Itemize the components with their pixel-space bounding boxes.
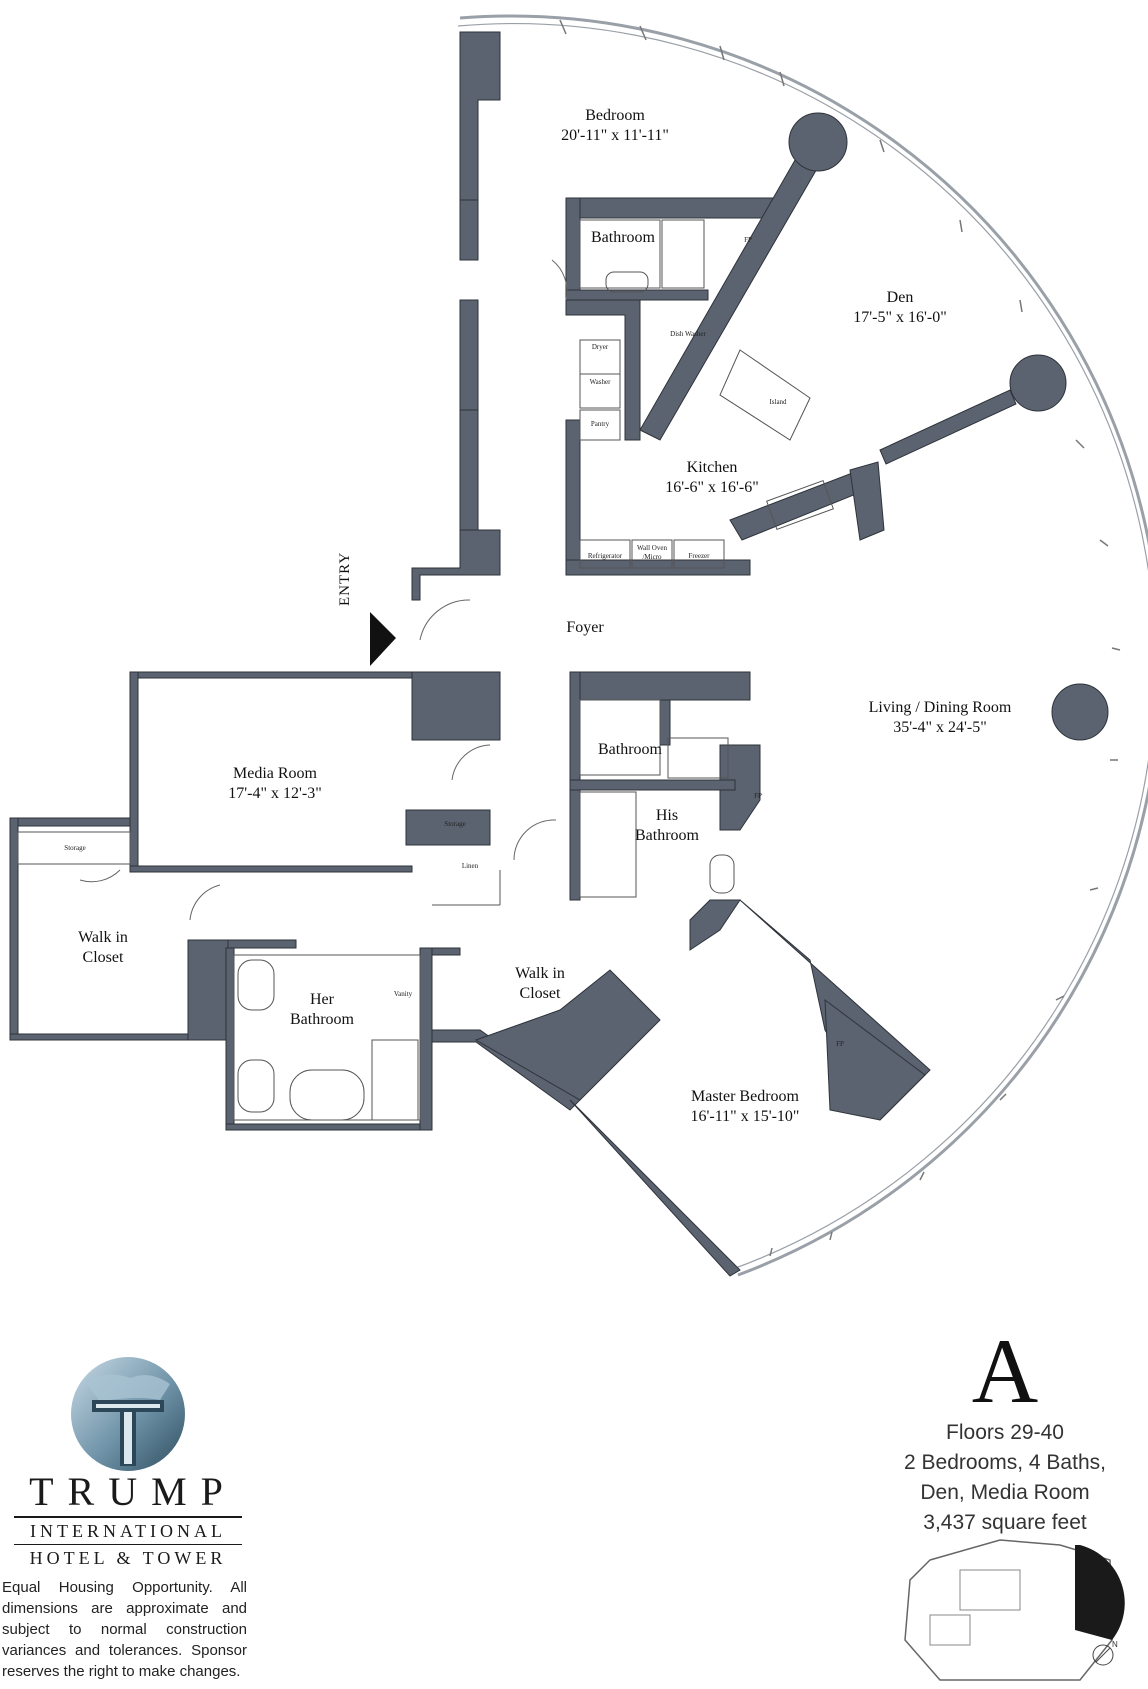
room-den: Den 17'-5" x 16'-0" bbox=[820, 288, 980, 328]
unit-beds-baths: 2 Bedrooms, 4 Baths, bbox=[904, 1451, 1106, 1474]
columns bbox=[788, 112, 1109, 741]
label-fp-kitchen: FP bbox=[744, 236, 752, 244]
label-refrigerator: Refrigerator bbox=[587, 552, 623, 560]
brand-block: TRUMP INTERNATIONAL HOTEL & TOWER bbox=[8, 1470, 248, 1569]
room-bedroom-dim: 20'-11" x 11'-11" bbox=[561, 127, 669, 144]
room-media-name: Media Room bbox=[233, 765, 317, 782]
north-arrow-icon bbox=[1092, 1644, 1114, 1666]
trump-globe-logo bbox=[71, 1357, 185, 1471]
room-her-bathroom: Her Bathroom bbox=[290, 991, 354, 1028]
unit-info: Floors 29-40 2 Bedrooms, 4 Baths, Den, M… bbox=[880, 1418, 1130, 1538]
mullions bbox=[559, 19, 1121, 1257]
room-bedroom: Bedroom 20'-11" x 11'-11" bbox=[535, 106, 695, 146]
room-living-dining: Living / Dining Room 35'-4" x 24'-5" bbox=[840, 698, 1040, 738]
brand-line2: HOTEL & TOWER bbox=[29, 1548, 227, 1568]
walls bbox=[9, 31, 1017, 1277]
brand-name: TRUMP bbox=[29, 1469, 237, 1514]
label-wall-oven: Wall Oven /Micro bbox=[637, 544, 667, 561]
room-kitchen-name: Kitchen bbox=[686, 459, 738, 476]
label-dishwasher: Dish Washer bbox=[670, 330, 706, 338]
unit-extras: Den, Media Room bbox=[920, 1481, 1090, 1504]
unit-floors: Floors 29-40 bbox=[946, 1421, 1064, 1444]
room-master-dim: 16'-11" x 15'-10" bbox=[690, 1108, 800, 1125]
room-living-name: Living / Dining Room bbox=[868, 699, 1012, 716]
unit-letter: A bbox=[971, 1320, 1039, 1422]
room-his-bathroom: His Bathroom bbox=[635, 807, 699, 844]
keyplan bbox=[904, 1539, 1125, 1681]
keyplan-unit-highlight bbox=[1075, 1545, 1125, 1640]
label-linen: Linen bbox=[461, 862, 479, 870]
room-bedroom-name: Bedroom bbox=[585, 107, 645, 124]
room-walk-in-closet-right: Walk in Closet bbox=[515, 965, 565, 1002]
room-walk-in-closet-left: Walk in Closet bbox=[78, 929, 128, 966]
room-media-dim: 17'-4" x 12'-3" bbox=[228, 785, 322, 802]
label-fp-master: FP bbox=[836, 1040, 844, 1048]
room-den-name: Den bbox=[886, 289, 914, 306]
unit-area: 3,437 square feet bbox=[923, 1511, 1087, 1534]
room-media: Media Room 17'-4" x 12'-3" bbox=[195, 764, 355, 804]
label-storage-media: Storage bbox=[444, 820, 466, 828]
disclaimer: Equal Housing Opportunity. All dimension… bbox=[2, 1579, 247, 1680]
curtain-wall bbox=[457, 14, 1148, 1277]
label-pantry: Pantry bbox=[590, 420, 610, 428]
interior-lines bbox=[17, 219, 834, 1121]
brand-line1: INTERNATIONAL bbox=[30, 1521, 226, 1541]
label-dryer: Dryer bbox=[591, 343, 609, 351]
label-freezer: Freezer bbox=[688, 552, 710, 560]
label-vanity: Vanity bbox=[393, 990, 413, 998]
label-storage-left: Storage bbox=[64, 844, 86, 852]
keyplan-north-label: N bbox=[1112, 1640, 1118, 1649]
entry-label: ENTRY bbox=[337, 551, 353, 606]
room-master-name: Master Bedroom bbox=[691, 1088, 799, 1105]
brand-rule-2 bbox=[14, 1544, 242, 1545]
room-bathroom-top: Bathroom bbox=[591, 229, 655, 246]
room-kitchen-dim: 16'-6" x 16'-6" bbox=[665, 479, 759, 496]
room-master-bedroom: Master Bedroom 16'-11" x 15'-10" bbox=[660, 1087, 830, 1127]
label-washer: Washer bbox=[589, 378, 611, 386]
room-den-dim: 17'-5" x 16'-0" bbox=[853, 309, 947, 326]
label-island: Island bbox=[769, 398, 787, 406]
label-fp-his-bath: FP bbox=[754, 792, 762, 800]
room-foyer: Foyer bbox=[566, 619, 604, 636]
room-bathroom-mid: Bathroom bbox=[598, 741, 662, 758]
entry-arrow-icon bbox=[370, 612, 396, 666]
room-living-dim: 35'-4" x 24'-5" bbox=[893, 719, 987, 736]
room-kitchen: Kitchen 16'-6" x 16'-6" bbox=[632, 458, 792, 498]
brand-rule bbox=[14, 1516, 242, 1518]
